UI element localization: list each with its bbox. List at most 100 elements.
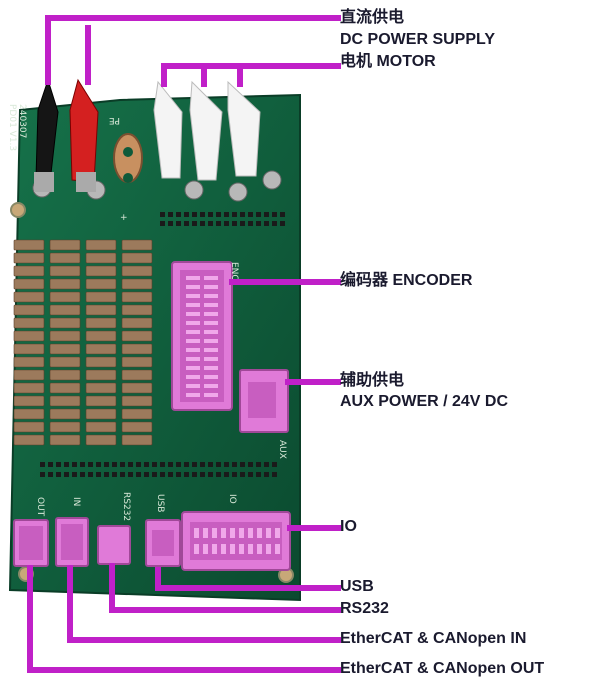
dc-power-wires (34, 78, 99, 192)
capacitor (49, 421, 81, 433)
leader-ethercat-in (67, 565, 341, 643)
io-connector (181, 511, 291, 571)
header-pin (72, 472, 77, 477)
pin-header-middle (40, 462, 277, 477)
silk-rs232: RS232 (121, 492, 131, 521)
io-pin (221, 528, 226, 538)
header-pin (152, 462, 157, 467)
header-pin (88, 462, 93, 467)
capacitor (121, 369, 153, 381)
header-pin (192, 221, 197, 226)
io-pin (248, 544, 253, 554)
silk-board-id: PD01 V1.3 (7, 104, 17, 151)
io-pin (248, 528, 253, 538)
capacitor (121, 304, 153, 316)
header-pin (200, 221, 205, 226)
capacitor (85, 421, 117, 433)
header-pin (176, 221, 181, 226)
header-pin (64, 462, 69, 467)
io-pin (239, 528, 244, 538)
capacitor (121, 278, 153, 290)
capacitor (85, 369, 117, 381)
encoder-pin (204, 303, 218, 307)
capacitor (121, 291, 153, 303)
header-pin (216, 212, 221, 217)
capacitor (13, 304, 45, 316)
encoder-pin (204, 312, 218, 316)
header-pin (264, 221, 269, 226)
io-pin (266, 528, 271, 538)
capacitor (49, 291, 81, 303)
io-pin (257, 528, 262, 538)
header-pin (96, 472, 101, 477)
encoder-pin (204, 294, 218, 298)
encoder-pin (186, 384, 200, 388)
capacitor (85, 330, 117, 342)
capacitor-array (13, 239, 153, 446)
header-pin (264, 472, 269, 477)
header-pin (280, 221, 285, 226)
header-pin (160, 472, 165, 477)
header-pin (176, 472, 181, 477)
silk-out: OUT (35, 497, 45, 517)
capacitor (121, 382, 153, 394)
label-ethercat-in: EtherCAT & CANopen IN (340, 630, 527, 647)
header-pin (160, 212, 165, 217)
terminal-studs (32, 133, 282, 202)
label-aux-power-en: AUX POWER / 24V DC (340, 393, 509, 410)
io-pin (239, 544, 244, 554)
capacitor (121, 265, 153, 277)
header-pin (176, 462, 181, 467)
encoder-pin (186, 330, 200, 334)
capacitor (85, 382, 117, 394)
header-pin (208, 462, 213, 467)
encoder-pin (186, 393, 200, 397)
header-pin (136, 462, 141, 467)
encoder-pin (186, 312, 200, 316)
header-pin (40, 472, 45, 477)
capacitor (121, 343, 153, 355)
capacitor (121, 330, 153, 342)
header-pin (264, 212, 269, 217)
header-pin (216, 472, 221, 477)
header-pin (224, 212, 229, 217)
label-io: IO (340, 518, 357, 535)
label-dc-power-cn: 直流供电 (340, 9, 405, 26)
leader-ethercat-out (27, 565, 341, 673)
header-pin (184, 221, 189, 226)
capacitor (13, 278, 45, 290)
capacitor (49, 265, 81, 277)
capacitor (85, 291, 117, 303)
header-pin (280, 212, 285, 217)
capacitor (85, 395, 117, 407)
encoder-pin (186, 348, 200, 352)
encoder-connector (171, 261, 233, 411)
silk-pe: PE (109, 115, 120, 125)
io-pin (275, 544, 280, 554)
io-pin (203, 528, 208, 538)
io-pin (275, 528, 280, 538)
encoder-pin (186, 339, 200, 343)
header-pin (128, 462, 133, 467)
encoder-pin (204, 393, 218, 397)
header-pin (272, 212, 277, 217)
header-pin (152, 472, 157, 477)
header-pin (264, 462, 269, 467)
leader-dc-black (45, 15, 341, 85)
header-pin (248, 212, 253, 217)
leader-rs232 (109, 563, 341, 613)
capacitor (13, 356, 45, 368)
capacitor (49, 434, 81, 446)
header-pin (224, 462, 229, 467)
label-usb: USB (340, 578, 374, 595)
encoder-pin (204, 366, 218, 370)
capacitor (85, 408, 117, 420)
header-pin (224, 472, 229, 477)
header-pin (48, 472, 53, 477)
silk-plus: + (120, 213, 128, 223)
encoder-pin (186, 285, 200, 289)
capacitor (13, 382, 45, 394)
header-pin (128, 472, 133, 477)
header-pin (192, 472, 197, 477)
mounting-hole (10, 202, 26, 218)
